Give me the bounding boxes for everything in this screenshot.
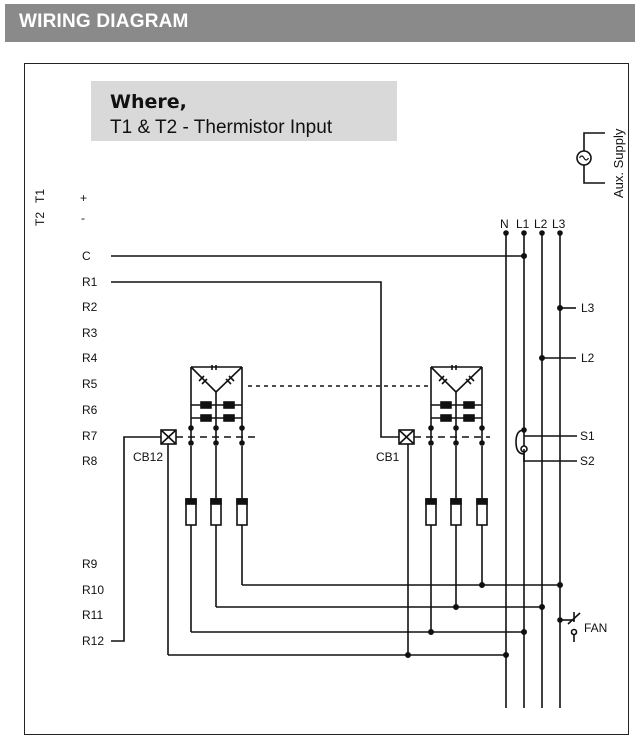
breaker-cb1 xyxy=(398,429,490,655)
relay-label-r6: R6 xyxy=(82,403,98,417)
capacitor-bank-right xyxy=(425,365,488,632)
tap-label-s1: S1 xyxy=(580,429,595,443)
relay-label-r3: R3 xyxy=(82,326,98,340)
capacitor-bank-left xyxy=(185,365,248,632)
relay-label-r1: R1 xyxy=(82,275,98,289)
relay-label-r4: R4 xyxy=(82,351,98,365)
diagram-frame xyxy=(24,63,629,735)
fan-switch xyxy=(557,612,581,642)
breaker-cb12 xyxy=(160,429,255,655)
bus-label-l2: L2 xyxy=(534,217,548,231)
relay-label-r5: R5 xyxy=(82,377,98,391)
phase-taps xyxy=(538,304,576,361)
t2-label: T2 xyxy=(33,212,47,226)
ct-connections xyxy=(515,427,577,462)
breaker-label-cb12: CB12 xyxy=(133,450,163,464)
note-body: T1 & T2 - Thermistor Input xyxy=(110,117,333,138)
plus-label: + xyxy=(80,191,87,205)
relay-label-r12: R12 xyxy=(82,634,104,648)
fan-label: FAN xyxy=(584,621,607,635)
breaker-label-cb1: CB1 xyxy=(376,450,400,464)
relay-label-r2: R2 xyxy=(82,300,98,314)
bus-label-n: N xyxy=(500,217,509,231)
tap-label-l2: L2 xyxy=(581,351,595,365)
relay-label-r7: R7 xyxy=(82,429,98,443)
t1-label: T1 xyxy=(33,189,47,203)
header-bar: WIRING DIAGRAM xyxy=(5,4,635,42)
tap-label-s2: S2 xyxy=(580,454,595,468)
r12-feed xyxy=(111,436,161,642)
aux-supply-label: Aux. Supply xyxy=(611,128,626,198)
minus-label: - xyxy=(81,211,85,225)
control-lines xyxy=(111,253,527,438)
supply-buses xyxy=(503,230,563,708)
relay-label-c: C xyxy=(82,249,91,263)
page-title: WIRING DIAGRAM xyxy=(19,11,189,32)
relay-label-r11: R11 xyxy=(82,608,103,622)
note-box: Where, T1 & T2 - Thermistor Input xyxy=(91,81,397,141)
aux-supply-symbol xyxy=(576,132,605,184)
relay-label-r10: R10 xyxy=(82,583,104,597)
bottom-feeds xyxy=(168,581,563,658)
relay-label-r8: R8 xyxy=(82,454,98,468)
bus-label-l3: L3 xyxy=(552,217,566,231)
bus-label-l1: L1 xyxy=(516,217,530,231)
note-heading: Where, xyxy=(110,91,187,113)
relay-label-r9: R9 xyxy=(82,557,98,571)
tap-label-l3: L3 xyxy=(581,301,595,315)
